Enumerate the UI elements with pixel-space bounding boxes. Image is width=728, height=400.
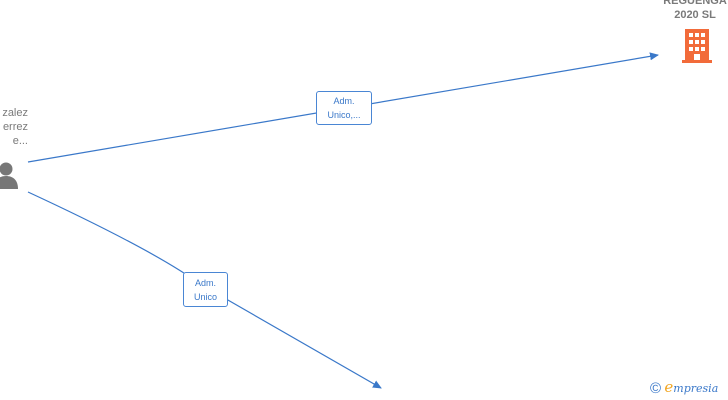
brand-e: e	[664, 378, 674, 396]
copyright-icon: ©	[650, 380, 662, 397]
person-icon[interactable]	[0, 160, 20, 190]
company-label-line: REGUENGA	[663, 0, 727, 7]
edge-label-to-company-top[interactable]: Adm. Unico,...	[316, 91, 372, 125]
company-top-label[interactable]: REGUENGA 2020 SL	[640, 0, 728, 22]
building-icon[interactable]	[402, 396, 434, 400]
person-label-line: zalez	[2, 107, 28, 119]
building-icon[interactable]	[681, 28, 713, 64]
person-node-label[interactable]: zalez errez e...	[0, 106, 28, 148]
edge-label-line: Adm.	[194, 278, 216, 288]
edge-label-line: Unico,...	[327, 110, 361, 120]
edge-label-to-company-bottom[interactable]: Adm. Unico	[183, 272, 228, 307]
brand-name: mpresia	[673, 382, 719, 395]
edge-label-line: Adm.	[333, 96, 355, 106]
edge-label-line: Unico	[193, 292, 217, 302]
brand-logo[interactable]: © empresia	[650, 378, 718, 397]
company-label-line: 2020 SL	[674, 9, 716, 21]
person-label-line: errez	[2, 121, 28, 133]
person-label-line: e...	[12, 135, 28, 147]
